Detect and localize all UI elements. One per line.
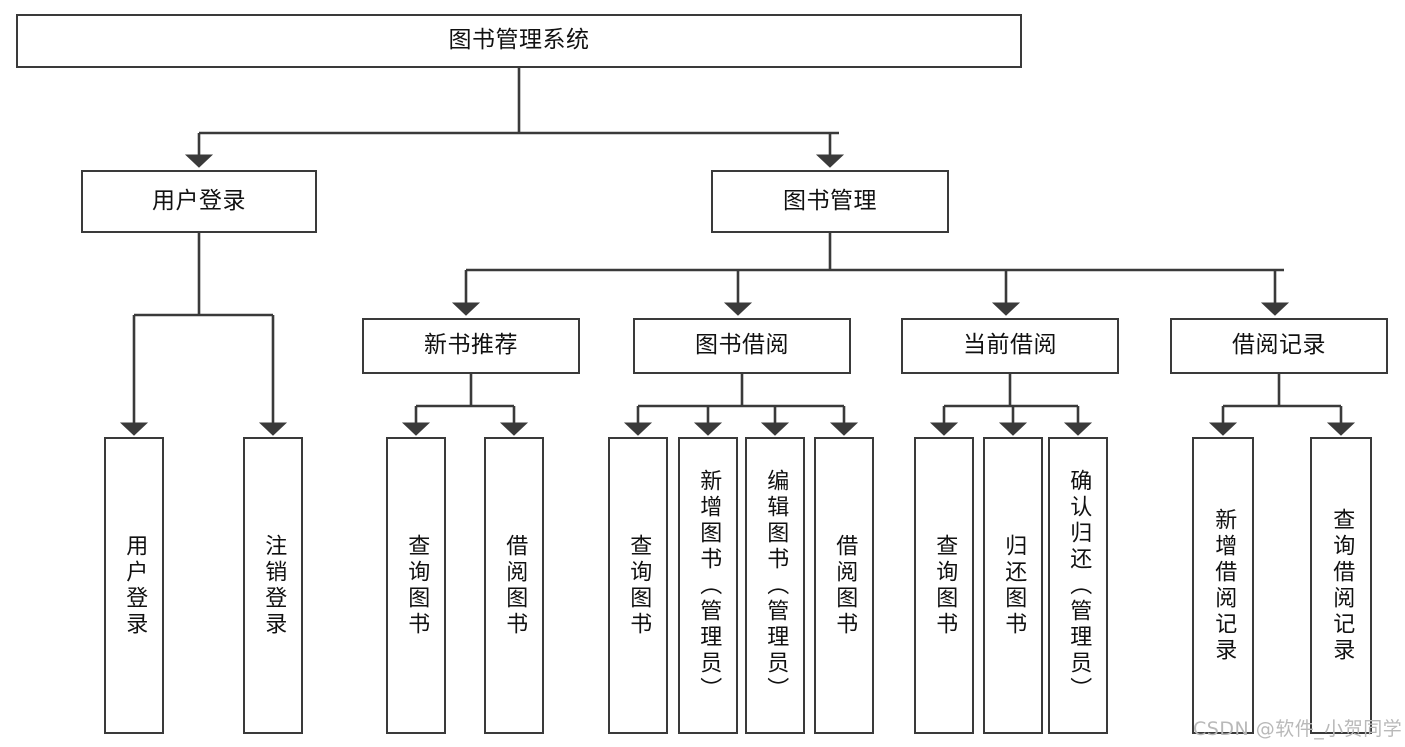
node-user-login[interactable]: 用户登录 — [81, 170, 317, 233]
node-borrow-add-book-admin-label: 新增图书（管理员） — [696, 468, 722, 703]
node-borrow-record-label: 借阅记录 — [1232, 332, 1326, 359]
node-root-label: 图书管理系统 — [448, 27, 590, 54]
node-borrow-borrow-book[interactable]: 借阅图书 — [814, 437, 874, 734]
node-current-confirm-return-admin-label: 确认归还（管理员） — [1066, 468, 1092, 703]
node-recommend-query-book-label: 查询图书 — [404, 533, 430, 638]
node-book-manage[interactable]: 图书管理 — [711, 170, 949, 233]
node-user-logout[interactable]: 注销登录 — [243, 437, 303, 734]
node-record-add-borrow-record-label: 新增借阅记录 — [1211, 507, 1237, 664]
node-current-return-book[interactable]: 归还图书 — [983, 437, 1043, 734]
node-borrow-edit-book-admin-label: 编辑图书（管理员） — [763, 468, 789, 703]
node-user-login-do[interactable]: 用户登录 — [104, 437, 164, 734]
node-borrow-borrow-book-label: 借阅图书 — [832, 533, 858, 638]
node-current-borrow[interactable]: 当前借阅 — [901, 318, 1119, 374]
node-record-add-borrow-record[interactable]: 新增借阅记录 — [1192, 437, 1254, 734]
node-book-borrow-label: 图书借阅 — [695, 332, 789, 359]
node-current-confirm-return-admin[interactable]: 确认归还（管理员） — [1048, 437, 1108, 734]
node-borrow-record[interactable]: 借阅记录 — [1170, 318, 1388, 374]
node-record-query-borrow-record-label: 查询借阅记录 — [1329, 507, 1355, 664]
node-user-login-label: 用户登录 — [152, 187, 246, 214]
node-current-query-book[interactable]: 查询图书 — [914, 437, 974, 734]
node-record-query-borrow-record[interactable]: 查询借阅记录 — [1310, 437, 1372, 734]
node-root[interactable]: 图书管理系统 — [16, 14, 1022, 68]
node-borrow-add-book-admin[interactable]: 新增图书（管理员） — [678, 437, 738, 734]
node-user-login-do-label: 用户登录 — [122, 533, 148, 638]
node-current-borrow-label: 当前借阅 — [963, 332, 1057, 359]
node-book-manage-label: 图书管理 — [783, 187, 877, 214]
csdn-watermark: CSDN @软件_小贺同学 — [1193, 718, 1403, 740]
node-current-return-book-label: 归还图书 — [1001, 533, 1027, 638]
node-recommend-borrow-book[interactable]: 借阅图书 — [484, 437, 544, 734]
node-borrow-query-book[interactable]: 查询图书 — [608, 437, 668, 734]
node-recommend-query-book[interactable]: 查询图书 — [386, 437, 446, 734]
node-borrow-edit-book-admin[interactable]: 编辑图书（管理员） — [745, 437, 805, 734]
node-book-borrow[interactable]: 图书借阅 — [633, 318, 851, 374]
node-borrow-query-book-label: 查询图书 — [626, 533, 652, 638]
node-user-logout-label: 注销登录 — [261, 533, 287, 638]
node-new-book-recommend-label: 新书推荐 — [424, 332, 518, 359]
node-current-query-book-label: 查询图书 — [932, 533, 958, 638]
node-recommend-borrow-book-label: 借阅图书 — [502, 533, 528, 638]
node-new-book-recommend[interactable]: 新书推荐 — [362, 318, 580, 374]
